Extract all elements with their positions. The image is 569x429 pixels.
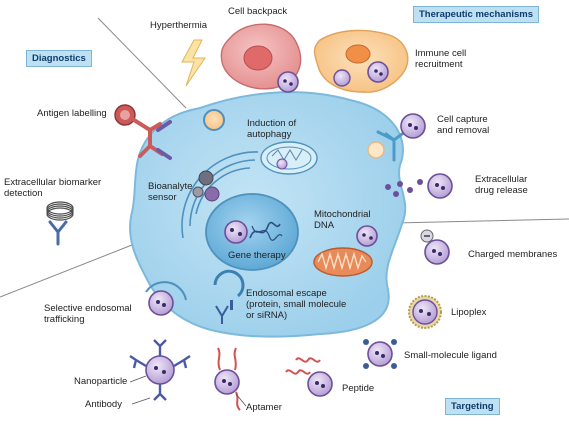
divider-top-left bbox=[98, 18, 186, 108]
label-antibody: Antibody bbox=[85, 399, 122, 410]
biomarker-detection-icon bbox=[47, 202, 73, 244]
label-charged-membranes: Charged membranes bbox=[468, 249, 557, 260]
label-hyperthermia: Hyperthermia bbox=[150, 20, 207, 31]
label-induction-of-autophagy: Induction of autophagy bbox=[247, 118, 296, 140]
header-therapeutic-mechanisms: Therapeutic mechanisms bbox=[413, 6, 539, 23]
label-extracellular-drug-release: Extracellular drug release bbox=[475, 174, 528, 196]
label-peptide: Peptide bbox=[342, 383, 374, 394]
lipoplex-particle bbox=[409, 296, 441, 328]
label-bioanalyte-sensor: Bioanalyte sensor bbox=[148, 181, 192, 203]
label-antigen-labelling: Antigen labelling bbox=[37, 108, 107, 119]
immune-cell bbox=[315, 30, 408, 92]
header-targeting: Targeting bbox=[445, 398, 500, 415]
mitochondrion bbox=[314, 248, 372, 276]
label-selective-endosomal: Selective endosomal trafficking bbox=[44, 303, 132, 325]
divider-right bbox=[395, 219, 569, 223]
label-cell-capture: Cell capture and removal bbox=[437, 114, 489, 136]
label-cell-backpack: Cell backpack bbox=[228, 6, 287, 17]
label-immune-cell-recruitment: Immune cell recruitment bbox=[415, 48, 466, 70]
header-diagnostics: Diagnostics bbox=[26, 50, 92, 67]
label-mitochondrial-dna: Mitochondrial DNA bbox=[314, 209, 371, 231]
label-lipoplex: Lipoplex bbox=[451, 307, 486, 318]
label-gene-therapy: Gene therapy bbox=[228, 250, 286, 261]
cell-backpack bbox=[221, 24, 300, 92]
autophagy-vesicle bbox=[261, 142, 317, 174]
label-small-molecule-ligand: Small-molecule ligand bbox=[404, 350, 497, 361]
membrane-nanoparticle-top bbox=[204, 110, 224, 130]
label-extracellular-biomarker: Extracellular biomarker detection bbox=[4, 177, 101, 199]
hyperthermia-lightning-icon bbox=[182, 40, 205, 86]
charged-membrane-particle bbox=[421, 230, 449, 264]
gene-therapy-nanoparticle bbox=[225, 221, 247, 243]
label-endosomal-escape: Endosomal escape (protein, small molecul… bbox=[246, 288, 346, 321]
small-molecule-ligand-particle bbox=[363, 339, 397, 369]
peptide-nanoparticle bbox=[286, 358, 332, 396]
label-nanoparticle: Nanoparticle bbox=[74, 376, 127, 387]
aptamer-nanoparticle bbox=[215, 348, 240, 410]
label-aptamer: Aptamer bbox=[246, 402, 282, 413]
antibody-nanoparticle bbox=[130, 340, 190, 400]
